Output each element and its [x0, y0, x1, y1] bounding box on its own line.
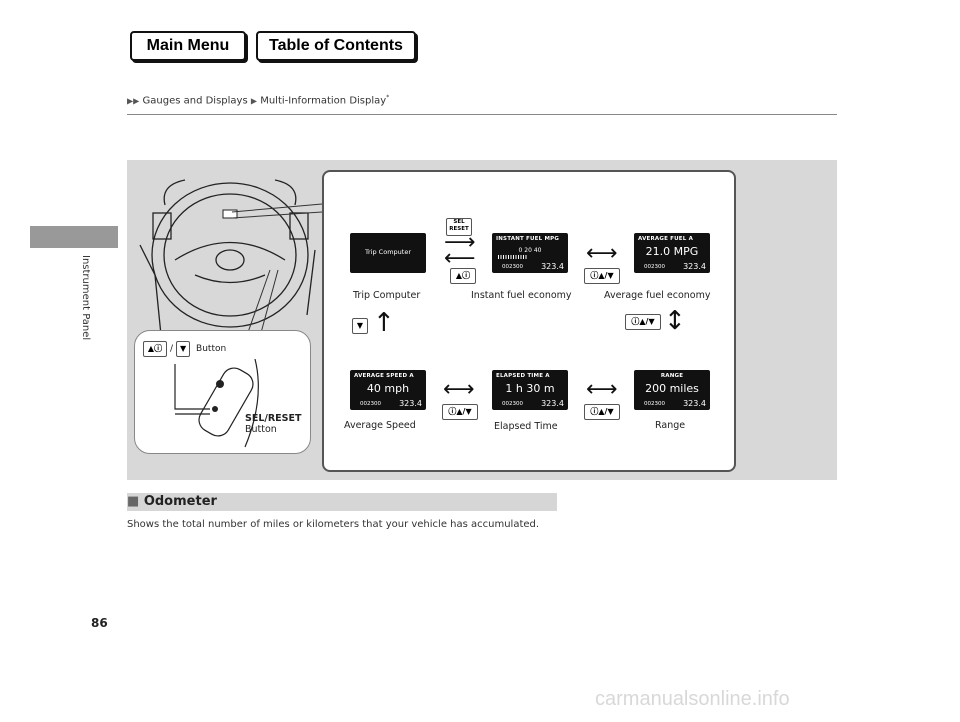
- header-divider: [127, 114, 837, 115]
- page-number: 86: [91, 616, 108, 630]
- info-up-icon: ▲ⓘ: [450, 268, 476, 284]
- caption-average-speed: Average Speed: [344, 420, 416, 431]
- button-legend: ▲ⓘ / ▼ Button: [143, 341, 226, 357]
- range-header: RANGE: [660, 373, 684, 379]
- breadcrumb: ▶▶ Gauges and Displays ▶ Multi-Informati…: [127, 94, 389, 106]
- side-section-label: Instrument Panel: [80, 255, 91, 341]
- double-arrow-icon: ⟷: [586, 377, 618, 402]
- sel-reset-button-label: Button: [245, 424, 277, 435]
- switch-detail-icon: [174, 359, 259, 448]
- caption-elapsed-time: Elapsed Time: [494, 421, 558, 432]
- screen-instant-fuel: INSTANT FUEL MPG 0 20 40 002300 323.4: [492, 233, 568, 273]
- screen-range: RANGE 200 miles 002300 323.4: [634, 370, 710, 410]
- double-arrow-icon: ⟷: [586, 241, 618, 266]
- odometer-value: 002300: [644, 264, 665, 270]
- arrow-left-icon: ⟵: [444, 246, 476, 271]
- elapsed-time-header: ELAPSED TIME A: [496, 373, 550, 379]
- info-up-icon: ▲ⓘ: [143, 341, 167, 357]
- button-label: Button: [196, 344, 227, 354]
- body-text: Shows the total number of miles or kilom…: [127, 519, 540, 530]
- breadcrumb-arrow-icon: ▶: [250, 96, 258, 106]
- average-fuel-value: 21.0 MPG: [645, 245, 699, 258]
- breadcrumb-footnote-mark: *: [386, 94, 390, 101]
- screen-average-fuel: AVERAGE FUEL A 21.0 MPG 002300 323.4: [634, 233, 710, 273]
- range-value: 200 miles: [645, 382, 699, 395]
- trip-value: 323.4: [541, 262, 564, 271]
- instant-fuel-scale: 0 20 40: [518, 247, 542, 254]
- trip-value: 323.4: [683, 399, 706, 408]
- sel-reset-label: SEL/RESET Button: [245, 413, 301, 435]
- screen-elapsed-time: ELAPSED TIME A 1 h 30 m 002300 323.4: [492, 370, 568, 410]
- trip-value: 323.4: [399, 399, 422, 408]
- breadcrumb-arrow-icon: ▶▶: [127, 96, 140, 106]
- caption-trip-computer: Trip Computer: [353, 290, 421, 301]
- trip-value: 323.4: [683, 262, 706, 271]
- table-of-contents-button[interactable]: Table of Contents: [256, 31, 416, 61]
- screen-average-speed: AVERAGE SPEED A 40 mph 002300 323.4: [350, 370, 426, 410]
- steering-switch-callout: ▲ⓘ / ▼ Button SEL/RESET Button: [134, 330, 311, 454]
- odometer-value: 002300: [502, 401, 523, 407]
- info-up-down-icon: ⓘ▲/▼: [584, 268, 620, 284]
- arrow-right-icon: ⟶: [444, 230, 476, 255]
- trip-computer-text: Trip Computer: [365, 248, 411, 256]
- odometer-value: 002300: [360, 401, 381, 407]
- trip-value: 323.4: [541, 399, 564, 408]
- section-square-icon: ■: [127, 494, 140, 509]
- double-arrow-icon: ⟷: [443, 377, 475, 402]
- caption-range: Range: [655, 420, 686, 431]
- elapsed-time-value: 1 h 30 m: [505, 382, 555, 395]
- down-icon: ▼: [352, 318, 368, 334]
- sel-reset-button-icon: SEL RESET: [446, 218, 472, 236]
- fuel-bargraph: [498, 255, 528, 259]
- screen-trip-computer: Trip Computer: [350, 233, 426, 273]
- watermark: carmanualsonline.info: [595, 688, 790, 710]
- section-heading: ■ Odometer: [127, 493, 557, 511]
- odometer-value: 002300: [502, 264, 523, 270]
- breadcrumb-link-gauges[interactable]: Gauges and Displays: [142, 95, 248, 107]
- average-fuel-header: AVERAGE FUEL A: [638, 236, 694, 242]
- main-menu-button[interactable]: Main Menu: [130, 31, 246, 61]
- arrow-up-icon: ↑: [373, 308, 395, 338]
- vertical-double-arrow-icon: ↕: [664, 306, 686, 336]
- info-up-down-icon: ⓘ▲/▼: [625, 314, 661, 330]
- caption-average-fuel: Average fuel economy: [604, 290, 711, 301]
- section-tab: [30, 226, 118, 248]
- info-up-down-icon: ⓘ▲/▼: [584, 404, 620, 420]
- breadcrumb-link-mid[interactable]: Multi-Information Display: [260, 95, 387, 107]
- down-icon: ▼: [176, 341, 191, 357]
- average-speed-value: 40 mph: [366, 382, 410, 395]
- odometer-value: 002300: [644, 401, 665, 407]
- sel-reset-title: SEL/RESET: [245, 413, 302, 424]
- instant-fuel-header: INSTANT FUEL MPG: [496, 236, 560, 242]
- display-flow-frame: [322, 170, 736, 472]
- caption-instant-fuel: Instant fuel economy: [471, 290, 572, 301]
- section-title: Odometer: [143, 494, 217, 509]
- info-up-down-icon: ⓘ▲/▼: [442, 404, 478, 420]
- average-speed-header: AVERAGE SPEED A: [354, 373, 414, 379]
